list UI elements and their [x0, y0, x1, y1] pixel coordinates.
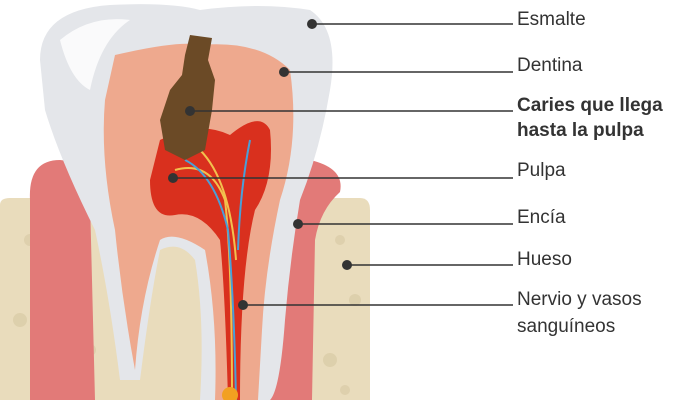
label-dentina: Dentina	[517, 55, 583, 76]
leader-dots	[168, 19, 352, 310]
label-caries-line1: Caries que llega	[517, 95, 663, 116]
pulp	[150, 121, 271, 400]
gum	[29, 160, 95, 400]
leader-lines	[173, 23, 513, 306]
label-hueso: Hueso	[517, 249, 572, 270]
nerve-root-icon	[222, 387, 238, 400]
label-nervio-line2: sanguíneos	[517, 316, 616, 337]
label-encia: Encía	[517, 207, 566, 228]
label-nervio-line1: Nervio y vasos	[517, 289, 642, 310]
label-esmalte: Esmalte	[517, 9, 586, 30]
caries	[160, 35, 215, 160]
enamel-highlight	[60, 19, 130, 90]
label-caries-line2: hasta la pulpa	[517, 120, 644, 141]
blood-vessels	[184, 139, 251, 400]
label-pulpa: Pulpa	[517, 160, 566, 181]
